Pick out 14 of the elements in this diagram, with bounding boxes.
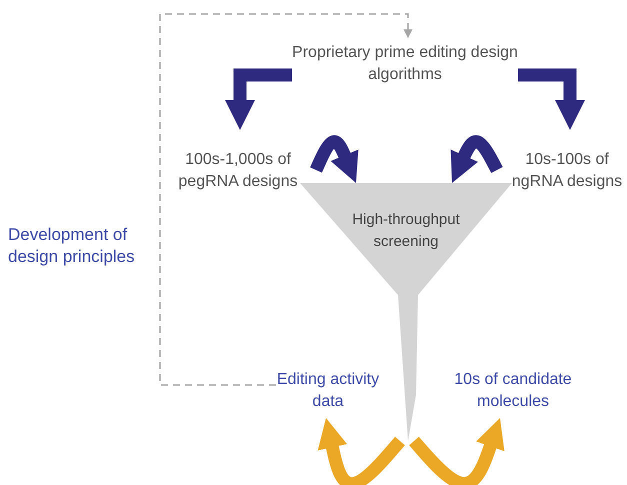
node-text: High-throughput screening: [351, 210, 461, 252]
arrow: [450, 135, 503, 183]
arrow: [518, 68, 585, 130]
arrow: [310, 135, 358, 183]
arrow: [225, 68, 292, 130]
node-text: 10s of candidate molecules: [453, 370, 573, 412]
node-text: Proprietary prime editing design algorithms: [292, 43, 518, 85]
arrow: [318, 418, 405, 485]
node-text: 10s-100s of ngRNA designs: [510, 150, 624, 192]
node-text: 100s-1,000s of pegRNA designs: [177, 150, 299, 192]
arrow: [159, 13, 412, 386]
note-text: Development of design principles: [8, 224, 136, 268]
arrow: [409, 418, 504, 485]
node-text: Editing activity data: [276, 370, 380, 412]
